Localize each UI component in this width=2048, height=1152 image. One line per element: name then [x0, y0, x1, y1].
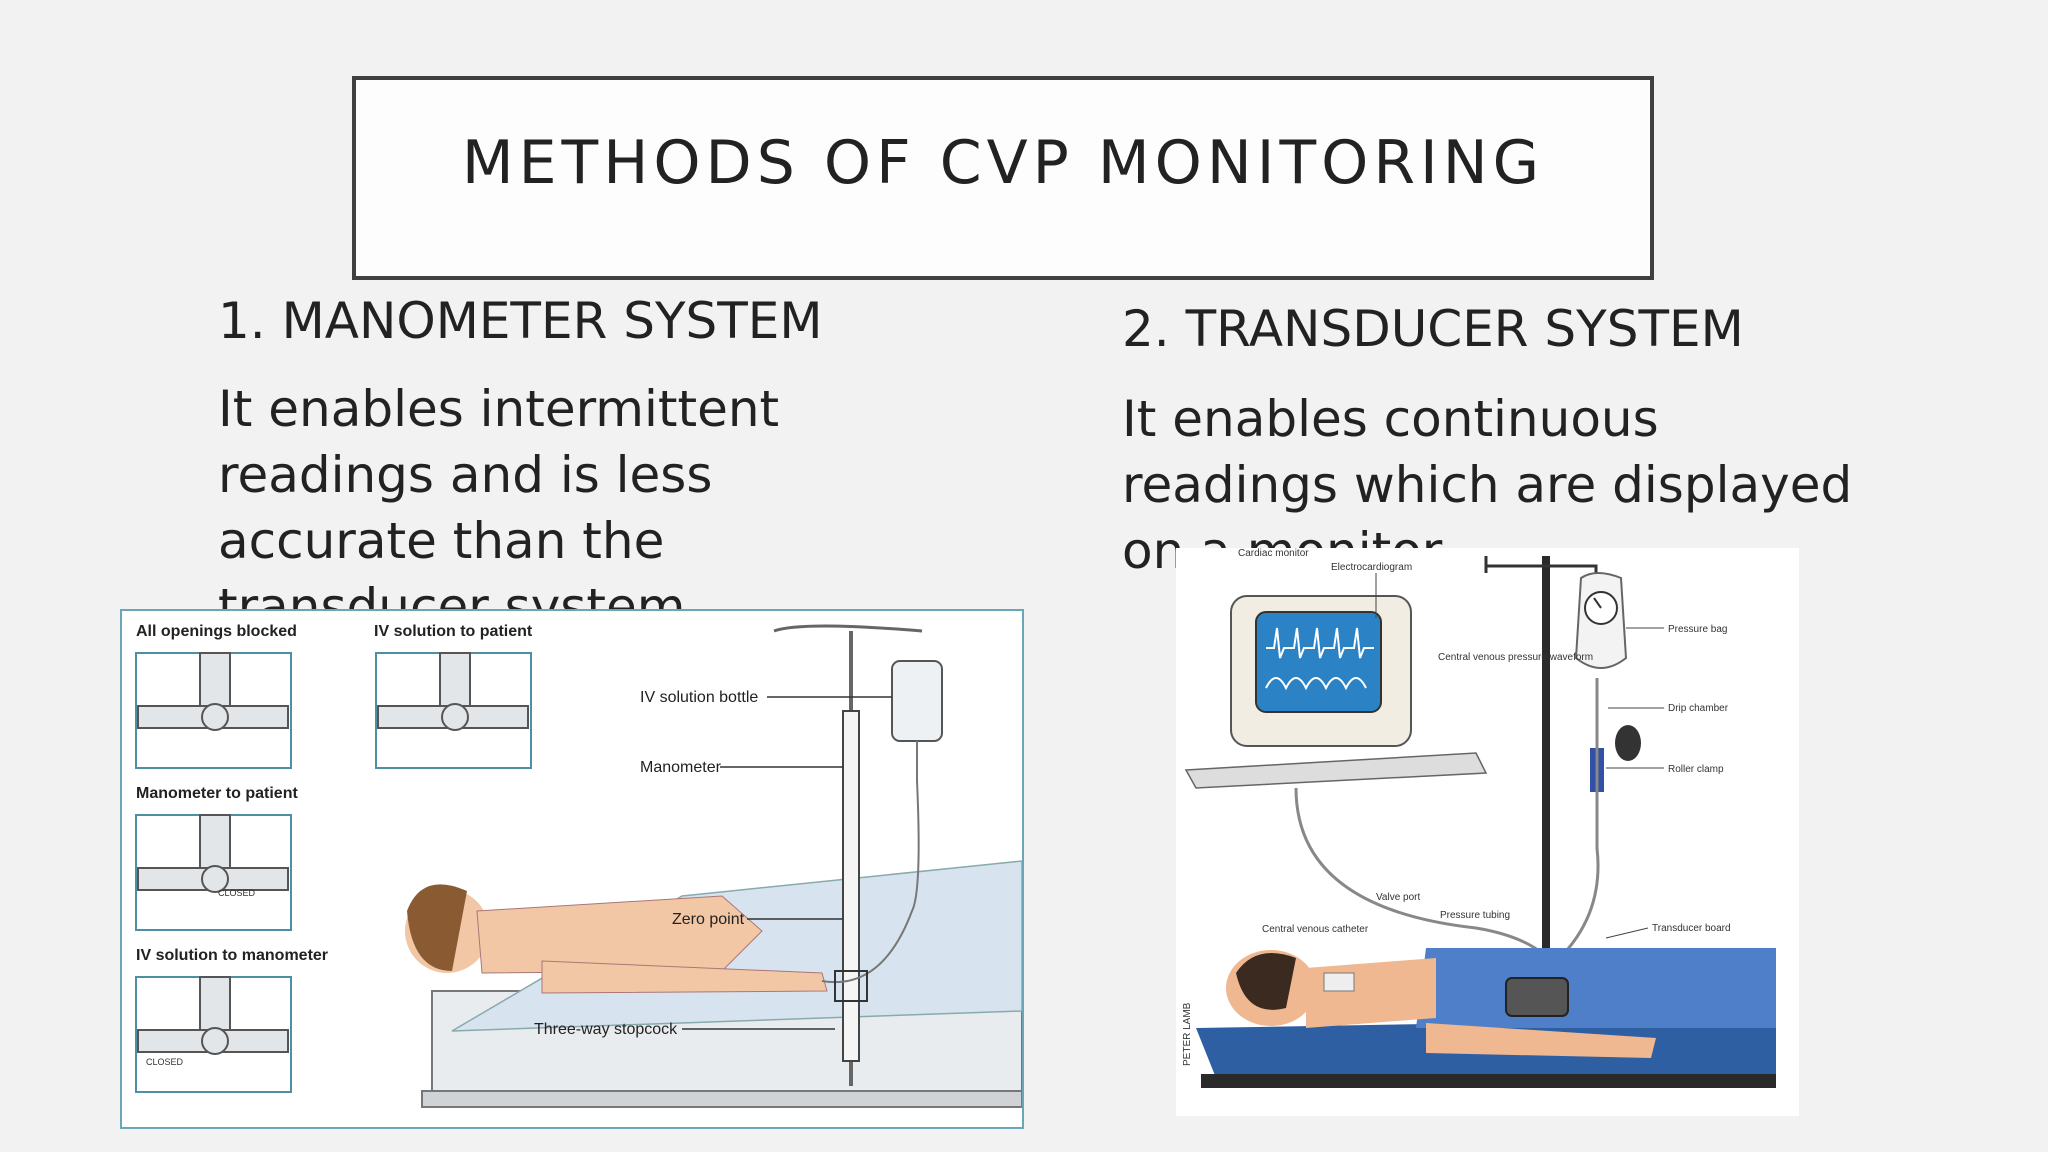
transducer-illustration: Cardiac monitor Electrocardiogram Centra…: [1176, 548, 1799, 1116]
manometer-column: 1. MANOMETER SYSTEM It enables intermitt…: [218, 292, 938, 640]
bed-frame: [1201, 1074, 1776, 1088]
title-box: METHODS OF CVP MONITORING: [352, 76, 1654, 280]
transducer-diagram: Cardiac monitor Electrocardiogram Centra…: [1182, 548, 1776, 1088]
slide-title: METHODS OF CVP MONITORING: [461, 128, 1545, 198]
label-catheter: Central venous catheter: [1262, 924, 1369, 935]
manometer-description: It enables intermittent readings and is …: [218, 380, 780, 636]
label-drip-chamber: Drip chamber: [1668, 703, 1729, 714]
inflation-bulb: [1615, 725, 1641, 761]
closed-tag-3: CLOSED: [218, 888, 256, 898]
label-zero-point: Zero point: [672, 911, 745, 928]
label-valve-port: Valve port: [1376, 892, 1421, 903]
iv-bottle: [891, 660, 943, 742]
panel-label-manometer-to-patient: Manometer to patient: [136, 785, 298, 802]
closed-tag-4: CLOSED: [146, 1057, 184, 1067]
label-iv-bottle: IV solution bottle: [640, 689, 758, 706]
manometer-heading: 1. MANOMETER SYSTEM: [218, 292, 823, 350]
manometer-diagram: All openings blocked IV solution to pati…: [135, 623, 1023, 1108]
panel-label-iv-to-manometer: IV solution to manometer: [136, 947, 328, 964]
panel-label-all-blocked: All openings blocked: [136, 623, 297, 640]
stopcock-panels: All openings blocked IV solution to pati…: [136, 623, 533, 964]
transducer-column: 2. TRANSDUCER SYSTEM It enables continuo…: [1122, 300, 1882, 584]
label-pressure-tubing: Pressure tubing: [1440, 910, 1510, 921]
artist-credit: PETER LAMB: [1182, 1002, 1193, 1066]
label-ecg: Electrocardiogram: [1331, 562, 1412, 573]
patient-gown: [1416, 948, 1776, 1028]
label-roller-clamp: Roller clamp: [1668, 764, 1724, 775]
monitor-screen: [1255, 611, 1382, 713]
label-transducer-board: Transducer board: [1652, 923, 1731, 934]
transducer-heading: 2. TRANSDUCER SYSTEM: [1122, 300, 1744, 358]
manometer-column: [842, 710, 860, 1062]
label-pressure-bag: Pressure bag: [1668, 624, 1727, 635]
label-cardiac-monitor: Cardiac monitor: [1238, 548, 1309, 559]
panel-label-iv-to-patient: IV solution to patient: [374, 623, 533, 640]
transducer: [1505, 977, 1569, 1017]
manometer-illustration: All openings blocked IV solution to pati…: [120, 609, 1024, 1129]
label-stopcock: Three-way stopcock: [534, 1021, 678, 1038]
label-manometer: Manometer: [640, 759, 722, 776]
three-way-stopcock: [834, 970, 868, 1002]
label-waveform: Central venous pressure waveform: [1438, 652, 1593, 663]
